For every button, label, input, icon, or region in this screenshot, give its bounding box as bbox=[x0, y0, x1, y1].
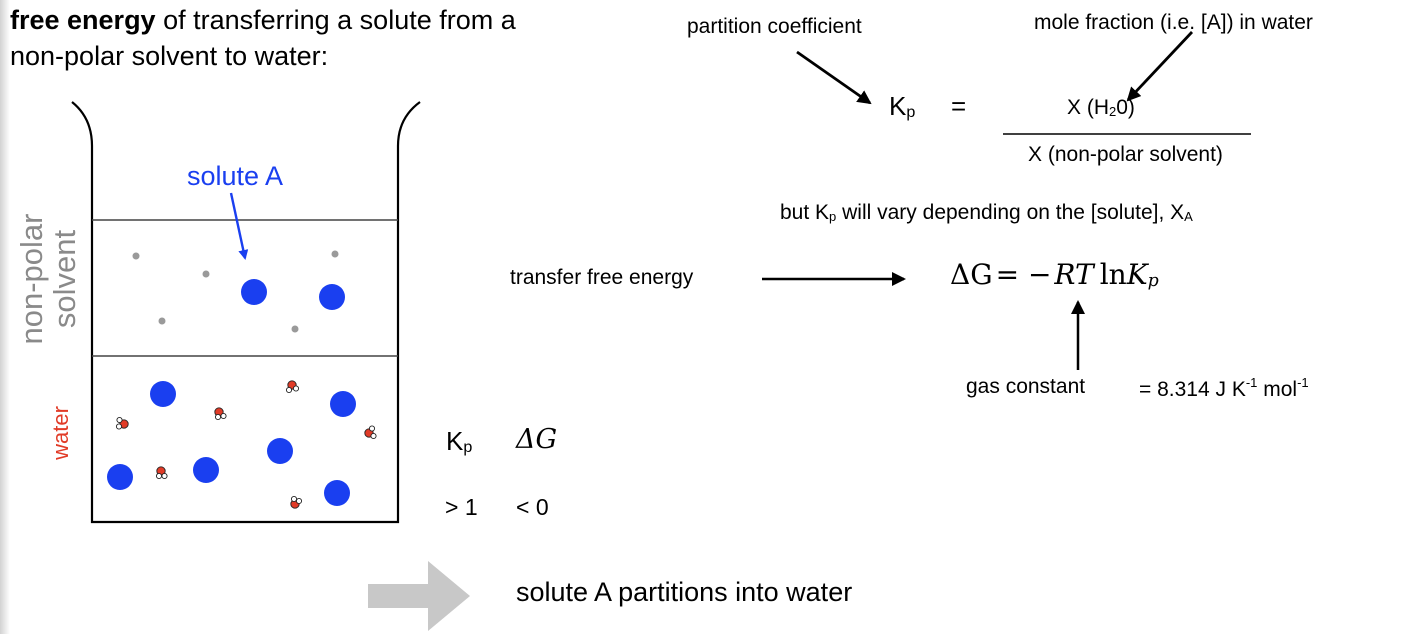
mole-fraction-label: mole fraction (i.e. [A]) in water bbox=[1034, 11, 1313, 34]
water-molecule bbox=[115, 416, 129, 430]
intro-line1: of transferring a solute from a bbox=[155, 5, 516, 35]
fraction-denominator: X (non-polar solvent) bbox=[1028, 143, 1223, 166]
table-dg-value: < 0 bbox=[516, 494, 549, 520]
solute-arrow bbox=[229, 192, 249, 260]
table-kp-sub: p bbox=[463, 438, 473, 456]
solute-molecule bbox=[324, 480, 350, 506]
transfer-label: transfer free energy bbox=[510, 266, 694, 289]
solute-molecule bbox=[107, 464, 133, 490]
numerator-sub: 2 bbox=[1109, 104, 1117, 119]
solvent-label-line2: solvent bbox=[47, 229, 82, 329]
mole-fraction-arrow bbox=[1126, 31, 1194, 102]
numerator-prefix: X (H bbox=[1067, 96, 1109, 119]
gas-constant-value: = 8.314 J K-1 mol-1 bbox=[1139, 375, 1309, 402]
eq-p: p bbox=[1147, 271, 1159, 291]
water-molecules bbox=[115, 380, 377, 509]
solute-molecule bbox=[193, 457, 219, 483]
gas-exp1: -1 bbox=[1245, 375, 1258, 390]
solvent-vertical-label: non-polar solvent bbox=[14, 194, 145, 364]
kp-sub: p bbox=[906, 103, 916, 121]
solute-molecule bbox=[319, 284, 345, 310]
intro-text: free energy of transferring a solute fro… bbox=[10, 2, 516, 74]
left-edge-shade bbox=[0, 0, 10, 634]
water-molecule bbox=[214, 407, 227, 421]
gas-constant-label: gas constant bbox=[966, 375, 1086, 398]
solute-molecule bbox=[241, 279, 267, 305]
water-molecule bbox=[290, 495, 303, 509]
vary-x-sub: A bbox=[1184, 209, 1193, 224]
eq-equals-minus: = − bbox=[995, 258, 1052, 291]
partition-arrow bbox=[796, 50, 872, 105]
table-kp-main: K bbox=[446, 426, 464, 456]
vary-note: but Kp will vary depending on the [solut… bbox=[780, 201, 1193, 225]
vary-middle: will vary depending on the [solute], X bbox=[836, 201, 1185, 224]
solute-molecules-water bbox=[107, 381, 356, 506]
kp-symbol: Kp bbox=[889, 91, 915, 122]
solvent-particle bbox=[132, 252, 140, 260]
solvent-label-line1: non-polar bbox=[14, 213, 49, 345]
solute-molecule bbox=[267, 438, 293, 464]
table-kp-header: Kp bbox=[446, 426, 472, 457]
partition-label: partition coefficient bbox=[687, 15, 862, 38]
eq-delta-g: ΔG bbox=[950, 258, 993, 291]
water-molecule bbox=[285, 380, 300, 394]
beaker-outline bbox=[71, 101, 421, 524]
conclusion-arrow bbox=[368, 561, 470, 631]
conclusion-text: solute A partitions into water bbox=[516, 577, 853, 607]
numerator-suffix: 0) bbox=[1116, 96, 1135, 119]
table-dg-header: ΔG bbox=[516, 424, 558, 455]
eq-k: K bbox=[1126, 258, 1148, 291]
vary-prefix: but K bbox=[780, 201, 830, 224]
solute-molecule bbox=[330, 391, 356, 417]
water-vertical-label: water bbox=[48, 406, 73, 460]
intro-line2: non-polar solvent to water: bbox=[10, 41, 329, 71]
eq-rt: RT bbox=[1054, 258, 1094, 291]
vary-kp-sub: p bbox=[829, 209, 837, 224]
solvent-particle bbox=[291, 325, 299, 333]
solvent-particles bbox=[132, 250, 339, 333]
solvent-particle bbox=[202, 270, 210, 278]
solute-molecules-solvent bbox=[241, 279, 345, 310]
gas-value-mid: mol bbox=[1257, 378, 1298, 401]
gas-value-prefix: = 8.314 J K bbox=[1139, 378, 1246, 401]
gas-exp2: -1 bbox=[1297, 375, 1309, 390]
water-molecule bbox=[364, 425, 377, 440]
solute-label: solute A bbox=[187, 161, 284, 191]
kp-main: K bbox=[889, 91, 907, 121]
kp-equals: = bbox=[951, 91, 967, 121]
solute-molecule bbox=[150, 381, 176, 407]
solvent-particle bbox=[158, 317, 166, 325]
eq-ln: ln bbox=[1099, 258, 1127, 291]
table-kp-value: > 1 bbox=[445, 494, 478, 520]
fraction-numerator: X (H20) bbox=[1067, 96, 1135, 120]
solvent-particle bbox=[331, 250, 339, 258]
water-molecule bbox=[155, 466, 168, 480]
intro-bold: free energy bbox=[10, 5, 156, 35]
